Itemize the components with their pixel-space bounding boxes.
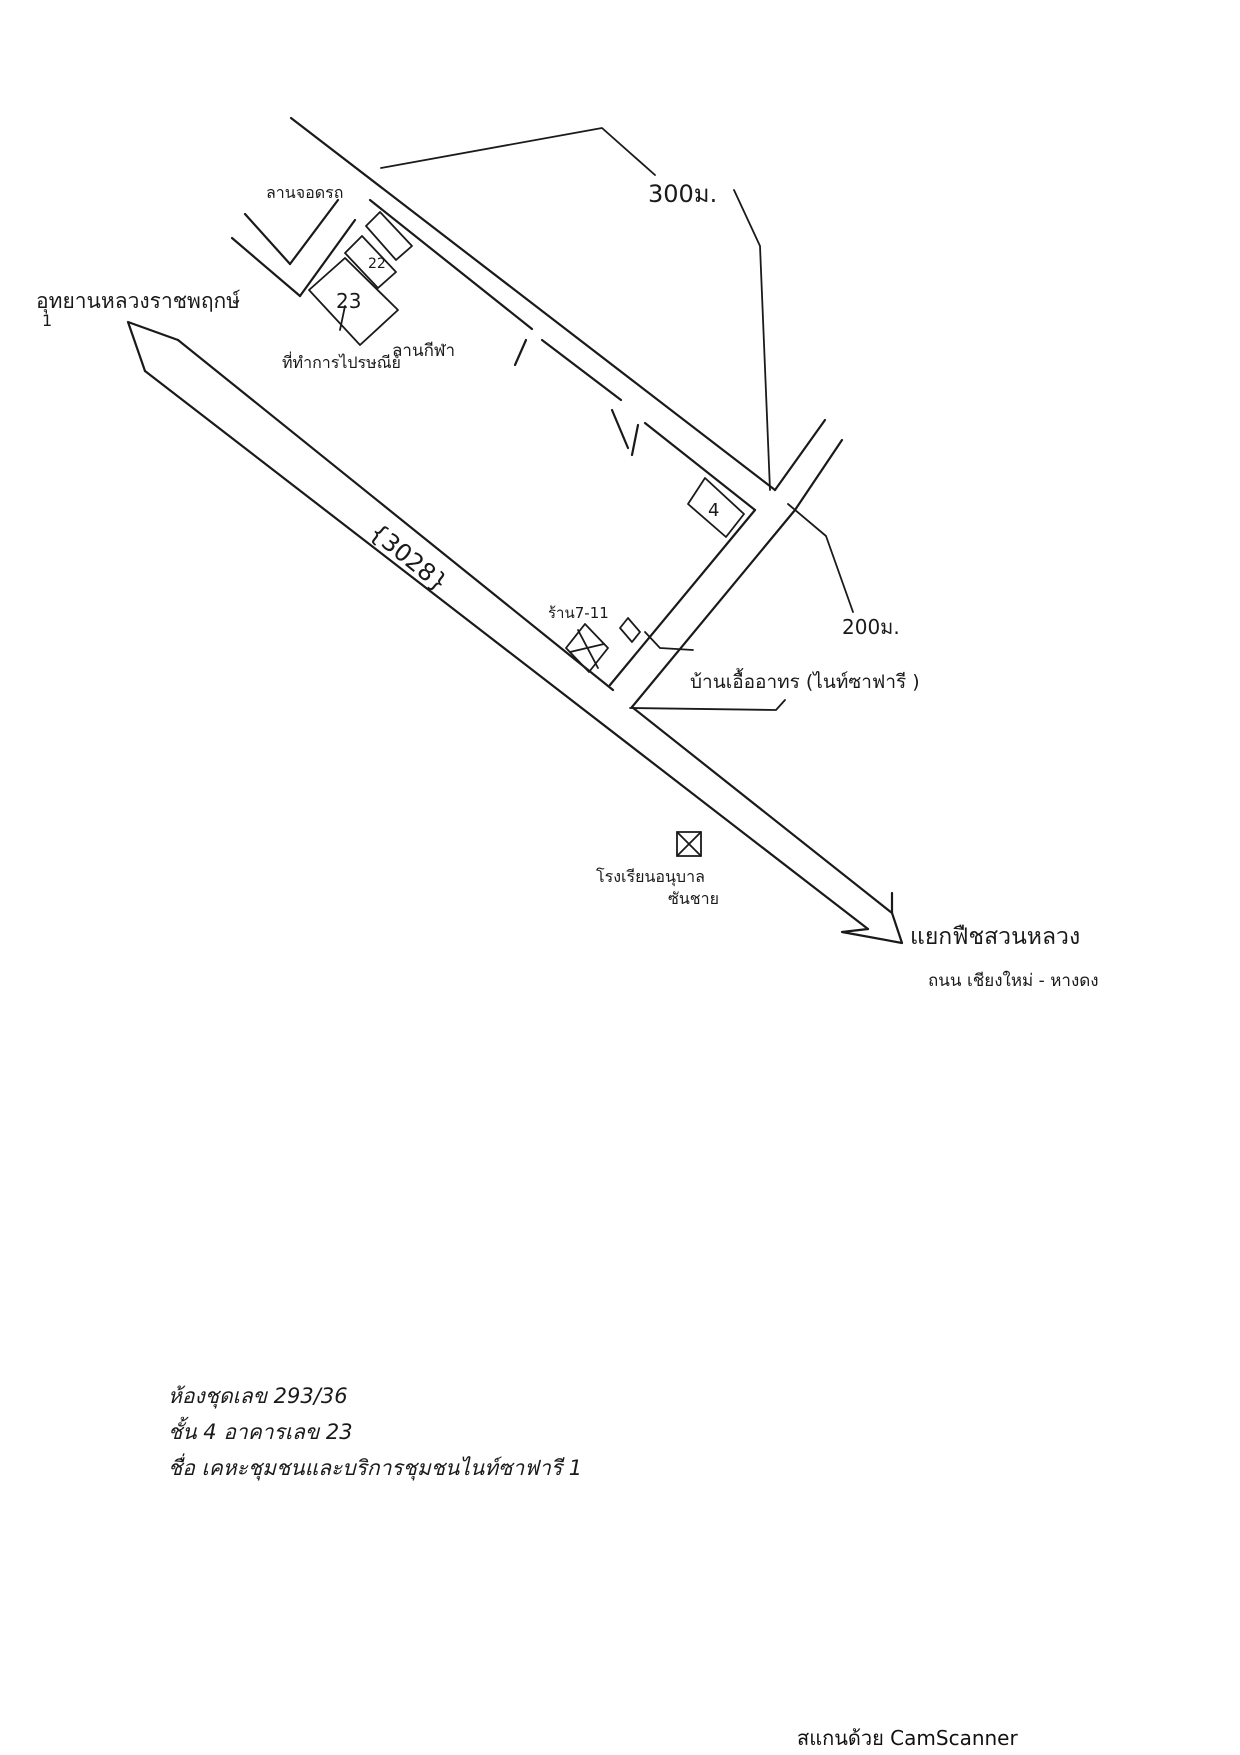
cross-road xyxy=(608,418,844,709)
distance-markers xyxy=(339,127,854,711)
junction-label: แยกฟืชสวนหลวง xyxy=(910,924,1080,950)
unit-number-line: ห้องชุดเลข 293/36 xyxy=(168,1384,348,1408)
building-22: 22 xyxy=(344,211,413,289)
sport-field-label: ลานกีฬา xyxy=(392,341,455,361)
distance-right-label: 200ม. xyxy=(842,615,900,639)
building-4: 4 xyxy=(687,477,745,538)
school-icon xyxy=(676,831,702,857)
highway-label: ถนน เชียงใหม่ - หางดง xyxy=(928,970,1099,991)
camscanner-footer: สแกนด้วย CamScanner xyxy=(797,1726,1018,1750)
project-name-line: ชื่อ เคหะชุมชนและบริการชุมชนไนท์ซาฟารี 1 xyxy=(168,1456,583,1480)
park-number: 1 xyxy=(42,311,52,330)
floor-building-line: ชั้น 4 อาคารเลข 23 xyxy=(168,1420,353,1444)
building-4-label: 4 xyxy=(708,500,719,521)
building-22-label: 22 xyxy=(368,256,386,272)
unit-notes: ห้องชุดเลข 293/36 ชั้น 4 อาคารเลข 23 ชื่… xyxy=(168,1378,582,1486)
post-office-label: ที่ทำการไปรษณีย์ xyxy=(282,351,401,372)
community-sign-box xyxy=(619,617,641,643)
side-roads xyxy=(230,198,640,457)
upper-road xyxy=(289,116,777,512)
distance-top-label: 300ม. xyxy=(648,180,717,208)
main-road-3028 xyxy=(126,320,904,945)
school-label-2: ซันชาย xyxy=(668,889,719,908)
park-label: อุทยานหลวงราชพฤกษ์ xyxy=(36,289,241,314)
community-sign-label: บ้านเอื้ออาทร (ไนท์ซาฟารี ) xyxy=(690,668,920,693)
building-23-label: 23 xyxy=(336,289,361,313)
seven-eleven-label: ร้าน7-11 xyxy=(548,604,609,622)
road-number-label: {3028} xyxy=(364,518,453,597)
building-23: 23 xyxy=(308,257,399,346)
parking-label: ลานจอดรถ xyxy=(266,183,343,202)
school-label-1: โรงเรียนอนุบาล xyxy=(596,867,705,887)
seven-eleven-building xyxy=(565,623,609,673)
